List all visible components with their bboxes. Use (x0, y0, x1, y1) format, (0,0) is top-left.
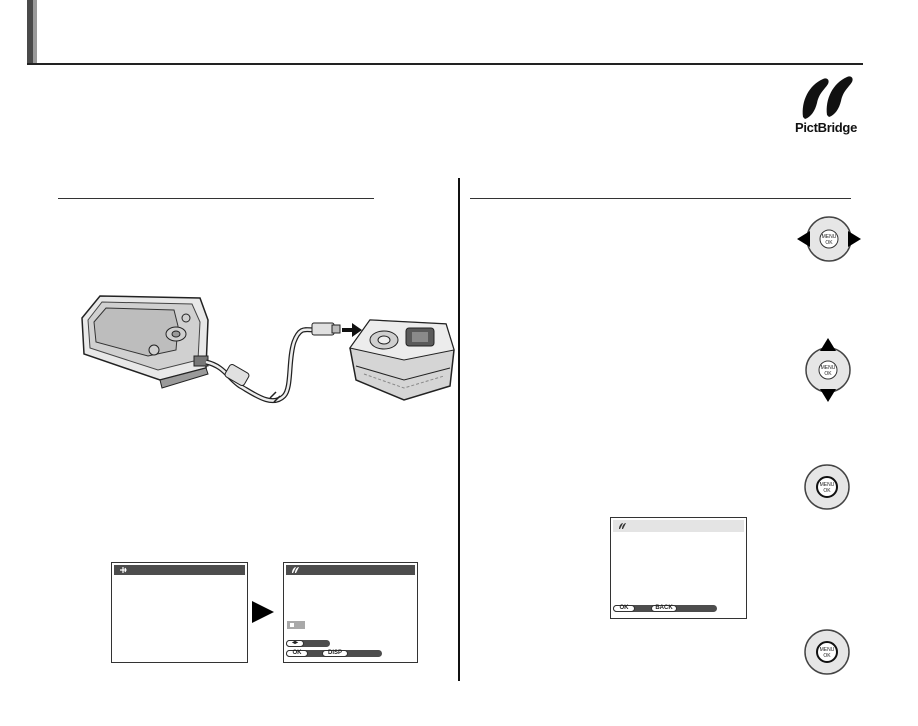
pictbridge-logo-text: PictBridge (794, 120, 857, 135)
ok-icon: OK (286, 650, 308, 657)
svg-text:OK: OK (824, 371, 832, 377)
pictbridge-logo (802, 76, 853, 119)
camera-illustration (81, 295, 209, 389)
menu-ok-button-icon: MENU OK (804, 464, 850, 510)
control-hint-bar: OK BACK (613, 605, 717, 612)
screen-title-bar (613, 520, 744, 532)
svg-text:OK: OK (823, 653, 831, 659)
next-step-arrow (252, 601, 274, 623)
pictbridge-icon (619, 523, 626, 529)
control-hint-bar: OK DISP (286, 650, 382, 657)
select-hint-bar: ◂▸ (286, 640, 330, 647)
selection-box (287, 621, 305, 629)
left-right-icon: ◂▸ (286, 640, 304, 647)
camera-screen-usb (111, 562, 248, 663)
header-tab-accent (33, 0, 37, 64)
selector-left-right-icon: MENU OK (797, 216, 861, 262)
svg-text:MENU: MENU (820, 482, 835, 488)
usb-icon (120, 567, 127, 573)
usb-cable-illustration (205, 322, 362, 404)
svg-text:OK: OK (823, 488, 831, 494)
column-divider (458, 178, 460, 681)
svg-text:MENU: MENU (822, 234, 837, 240)
menu-ok-button-icon: MENU OK (804, 629, 850, 675)
left-section-rule (58, 198, 374, 199)
ok-icon: OK (613, 605, 635, 612)
camera-screen-pictbridge: ◂▸ OK DISP (283, 562, 418, 663)
camera-printer-connection-illustration (81, 295, 455, 404)
header-tab (27, 0, 36, 64)
camera-screen-confirm: OK BACK (610, 517, 747, 619)
header-rule (27, 63, 863, 65)
svg-text:OK: OK (825, 240, 833, 246)
screen-title-bar (286, 565, 415, 575)
disp-icon: DISP (322, 650, 348, 657)
pictbridge-icon (292, 567, 299, 573)
right-section-rule (470, 198, 851, 199)
screen-title-bar (114, 565, 245, 575)
back-icon: BACK (651, 605, 677, 612)
svg-text:MENU: MENU (821, 365, 836, 371)
printer-illustration (349, 319, 455, 401)
selector-up-down-icon: MENU OK (805, 338, 851, 402)
svg-text:MENU: MENU (820, 647, 835, 653)
